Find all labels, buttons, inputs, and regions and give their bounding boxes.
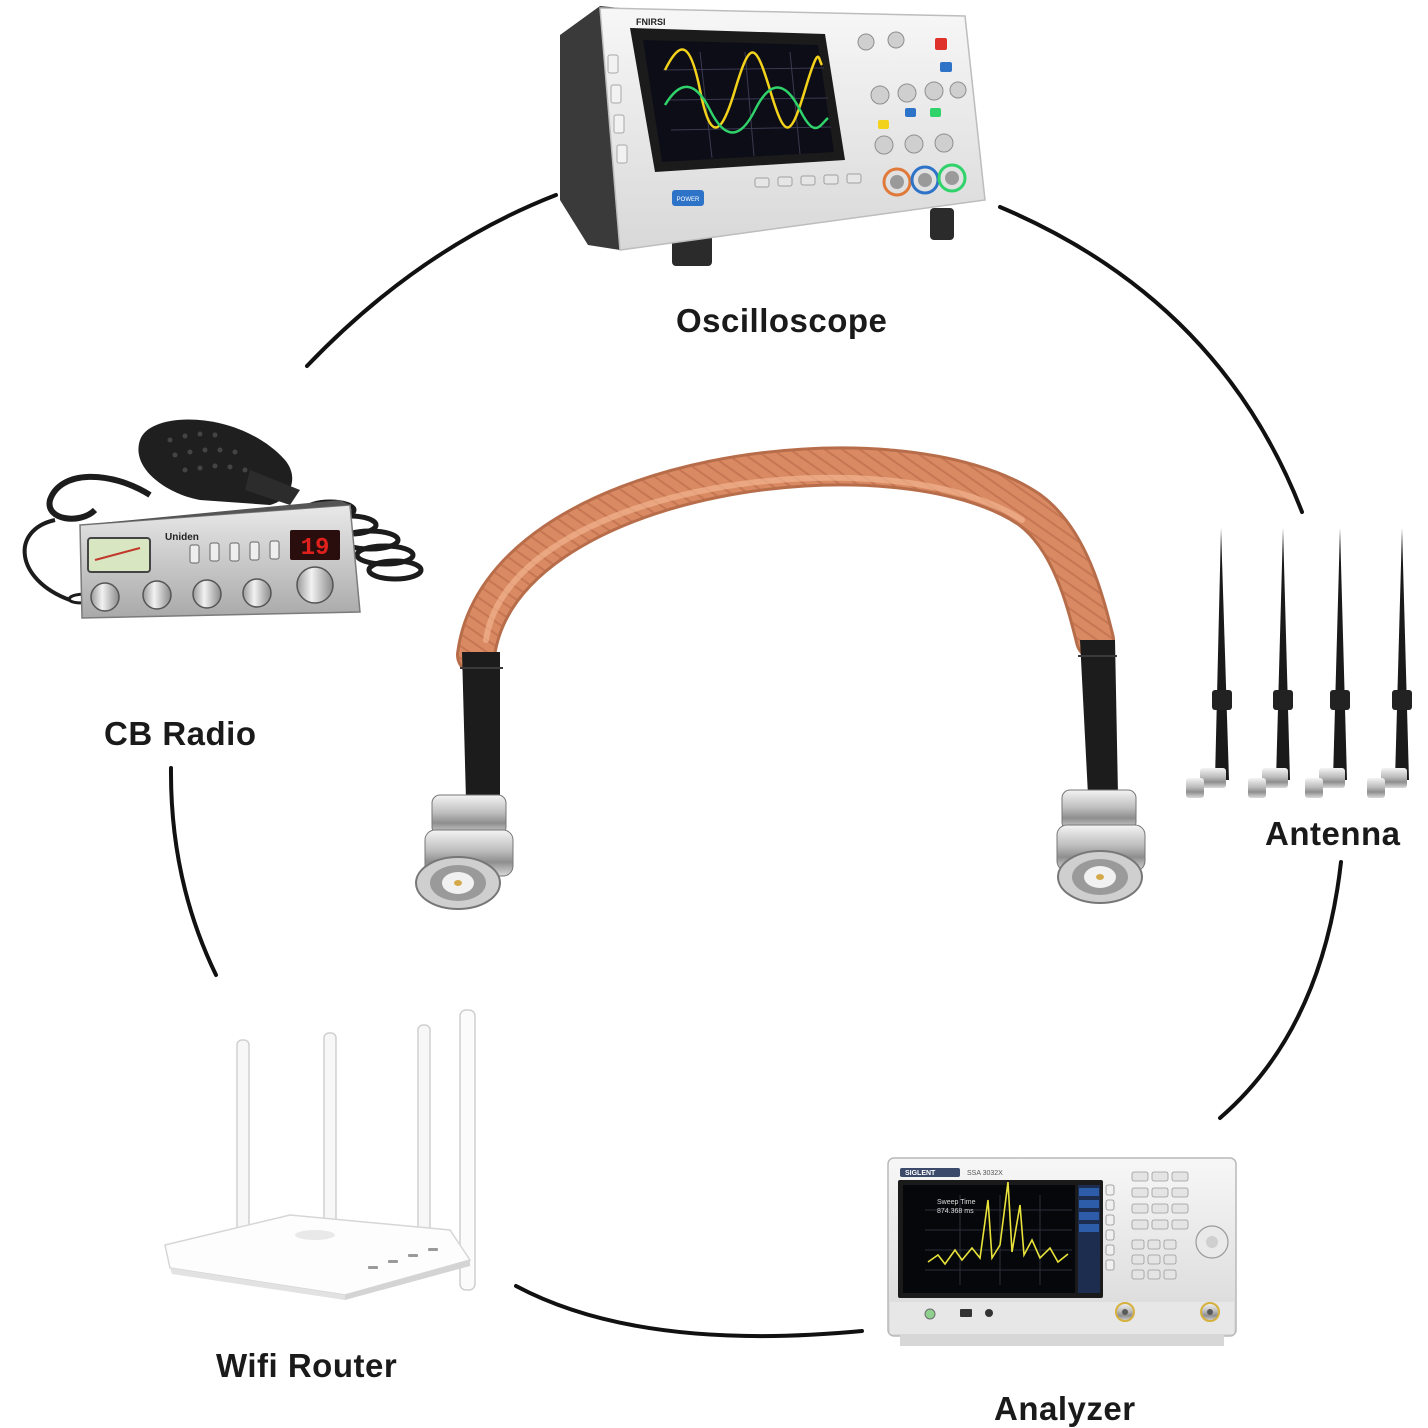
oscilloscope-image: FNIRSI POWER [560,6,986,266]
wifi-router-label: Wifi Router [216,1347,398,1384]
radio-channel-display: 19 [301,535,330,562]
analyzer-label: Analyzer [994,1390,1136,1427]
oscilloscope-brand: FNIRSI [636,17,666,27]
analyzer-brand: SIGLENT [905,1170,936,1177]
cb-radio-image: Uniden 19 [22,419,424,619]
analyzer-model: SSA 3032X [967,1170,1003,1177]
analyzer-readout-value: 874.368 ms [937,1208,974,1215]
antenna-label: Antenna [1265,815,1401,852]
analyzer-image: SIGLENT SSA 3032X Sweep Time 874.368 ms [887,1157,1237,1346]
ring-segment-bottom [514,1284,864,1339]
radio-brand: Uniden [165,532,199,543]
oscilloscope-power-label: POWER [677,197,700,203]
ring-segment-right [1218,860,1343,1120]
bnc-cable-image [415,446,1146,910]
oscilloscope-label: Oscilloscope [676,302,888,339]
ring-segment-top-left [305,193,558,368]
ring-segment-top-right [998,205,1304,514]
ring-segment-left [168,766,218,977]
wifi-router-image [164,1009,476,1300]
connection-ring [168,193,1343,1339]
cb-radio-label: CB Radio [104,715,257,752]
antenna-image [1186,528,1412,798]
analyzer-readout-title: Sweep Time [937,1199,976,1206]
